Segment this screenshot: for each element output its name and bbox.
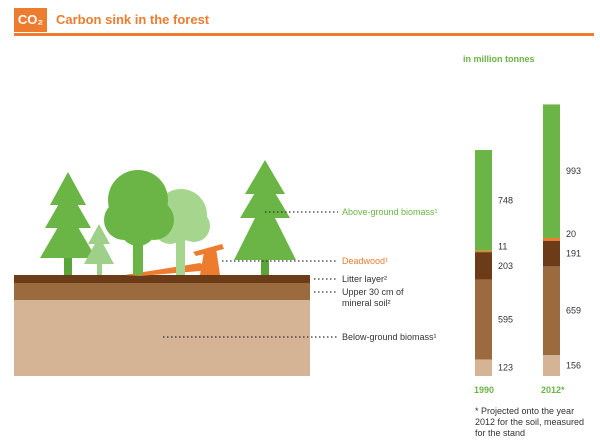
bar-segment-1990-4	[475, 150, 492, 251]
bar-segment-2012-4	[543, 104, 560, 239]
value-label-1990-2: 203	[498, 261, 513, 271]
bar-segment-1990-1	[475, 279, 492, 360]
below-ground-layer	[14, 300, 310, 376]
conifer-tree-left	[40, 172, 96, 275]
bar-segment-1990-3	[475, 250, 492, 253]
litter-layer	[14, 275, 310, 283]
label-above-ground: Above-ground biomass¹	[342, 207, 438, 217]
value-label-1990-1: 595	[498, 314, 513, 324]
co2-badge: CO₂	[14, 8, 47, 32]
mineral-soil-layer	[14, 283, 310, 300]
title-divider	[14, 33, 594, 36]
label-litter: Litter layer²	[342, 274, 388, 284]
bar-segment-1990-0	[475, 359, 492, 376]
label-deadwood: Deadwood¹	[342, 256, 389, 266]
bar-segment-2012-1	[543, 266, 560, 356]
bar-segment-2012-2	[543, 240, 560, 267]
value-label-1990-3: 11	[498, 242, 507, 252]
footnote: * Projected onto the year 2012 for the s…	[475, 406, 585, 438]
bar-segment-2012-0	[543, 355, 560, 376]
value-label-1990-0: 123	[498, 363, 513, 373]
conifer-tree-small	[84, 224, 114, 275]
value-label-2012-1: 659	[566, 306, 581, 316]
value-label-2012-3: 20	[566, 229, 576, 239]
conifer-tree-right	[234, 160, 296, 275]
deciduous-tree-main	[104, 170, 174, 275]
label-mineral-soil: Upper 30 cm of mineral soil²	[342, 287, 404, 308]
x-label-1990: 1990	[474, 385, 495, 395]
value-label-2012-4: 993	[566, 166, 581, 176]
label-below-ground: Below-ground biomass¹	[342, 332, 437, 342]
unit-label: in million tonnes	[463, 54, 535, 64]
value-label-1990-4: 748	[498, 195, 513, 205]
bar-segment-2012-3	[543, 238, 560, 241]
value-label-2012-2: 191	[566, 249, 581, 259]
value-label-2012-0: 156	[566, 361, 581, 371]
bar-segment-1990-2	[475, 252, 492, 280]
page-title: Carbon sink in the forest	[56, 12, 210, 27]
deadwood-log	[125, 244, 224, 276]
x-label-2012: 2012*	[541, 385, 565, 395]
